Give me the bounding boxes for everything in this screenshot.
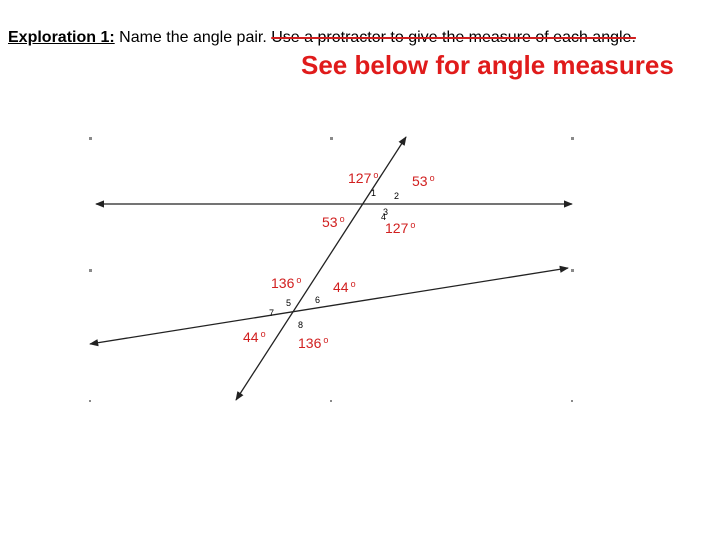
angle-measures-note: See below for angle measures (301, 50, 674, 80)
frame-dot (89, 137, 92, 140)
angle-number-8: 8 (298, 320, 303, 330)
instruction-text: Name the angle pair. (119, 29, 267, 46)
transversal (235, 136, 407, 401)
frame-dot (571, 137, 574, 140)
exploration-label: Exploration 1: (8, 29, 115, 46)
angle-number-5: 5 (286, 298, 291, 308)
frame-dot (89, 400, 91, 402)
angle-number-3: 3 (383, 207, 388, 217)
frame-dot (330, 137, 333, 140)
exploration-header: Exploration 1: Name the angle pair. Use … (8, 29, 636, 47)
frame-dot (571, 269, 574, 272)
angle-number-6: 6 (315, 295, 320, 305)
angle-number-2: 2 (394, 191, 399, 201)
frame-dot (571, 400, 573, 402)
frame-dot (89, 269, 92, 272)
angle-number-1: 1 (371, 188, 376, 198)
struck-instruction-text: Use a protractor to give the measure of … (271, 29, 636, 46)
angle-number-4: 4 (381, 212, 386, 222)
frame-dot (330, 400, 332, 402)
angle-number-7: 7 (269, 308, 274, 318)
lower-line (89, 265, 569, 347)
